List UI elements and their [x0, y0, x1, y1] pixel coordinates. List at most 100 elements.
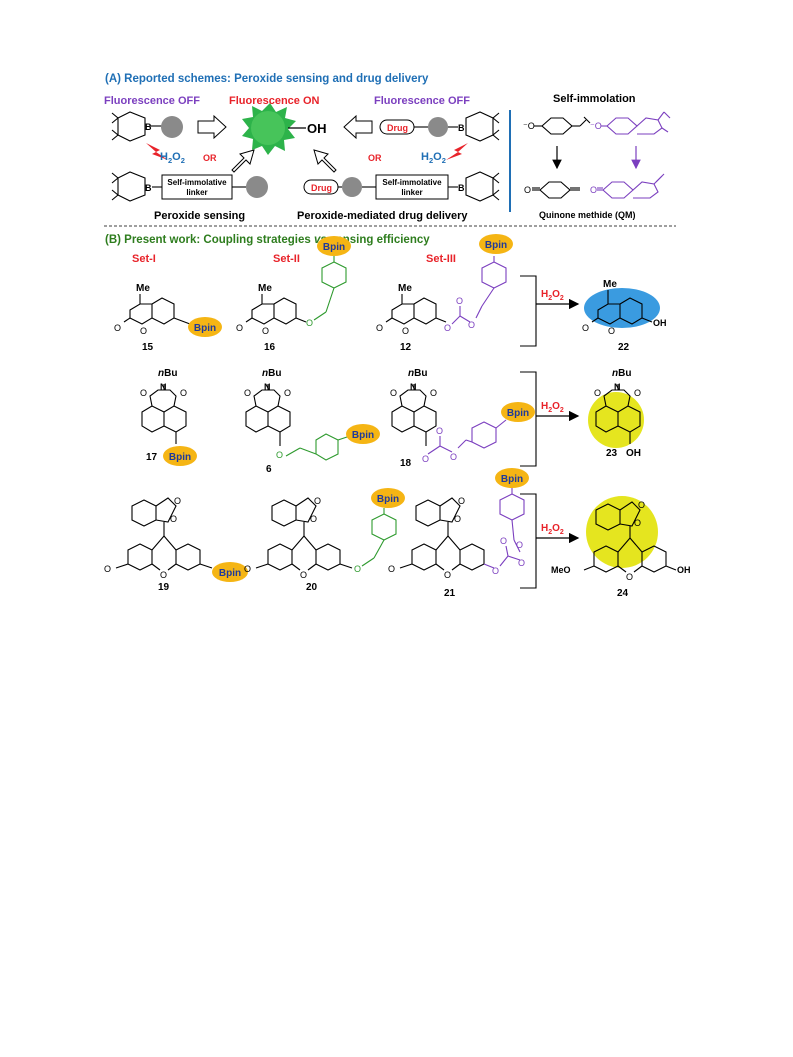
- or-right: OR: [368, 153, 382, 163]
- hollow-arrow-right: [197, 114, 227, 140]
- naphthalimide-6: [245, 384, 291, 446]
- pinacol-boronate-top-right: [448, 111, 500, 142]
- bpin-badge-12: [479, 234, 513, 254]
- fluorescein-19: [115, 497, 213, 571]
- svg-text:O: O: [590, 185, 597, 195]
- section-a-heading: (A) Reported schemes: Peroxide sensing a…: [105, 73, 429, 85]
- naphthalimide-17: [141, 384, 187, 444]
- benzyl-linker-6: [285, 433, 351, 461]
- fluorophore-glow: [251, 111, 285, 145]
- svg-text:O: O: [140, 326, 147, 336]
- svg-text:O: O: [524, 185, 531, 195]
- compound-20: 20: [306, 582, 318, 593]
- svg-text:O: O: [430, 388, 437, 398]
- meo-label: MeO: [551, 565, 571, 575]
- bracket-row-2: [520, 371, 537, 467]
- bpin-badge-15: [188, 317, 222, 337]
- svg-text:O: O: [376, 323, 383, 333]
- svg-text:O: O: [390, 388, 397, 398]
- svg-text:O: O: [444, 570, 451, 580]
- compound-12: 12: [400, 342, 412, 353]
- fluorescent-highlight-24: [586, 496, 658, 568]
- svg-text:O: O: [300, 570, 307, 580]
- fluorescence-off-right-label: Fluorescence OFF: [374, 95, 470, 107]
- svg-text:OH: OH: [626, 448, 641, 459]
- h2o2-bolt-left: [146, 143, 168, 160]
- svg-text:Me: Me: [258, 283, 272, 294]
- svg-text:Bpin: Bpin: [507, 408, 529, 419]
- h2o2-row-2: H2O2: [541, 401, 564, 414]
- fluorescein-21: [399, 497, 485, 571]
- svg-text:O: O: [354, 564, 361, 574]
- fluorophore-circle-top-left: [161, 116, 183, 138]
- svg-text:O: O: [284, 388, 291, 398]
- bracket-row-1: [520, 275, 537, 347]
- svg-text:O: O: [594, 388, 601, 398]
- naphthalimide-18: [391, 384, 437, 446]
- bpin-badge-6: [346, 424, 380, 444]
- fluorophore-circle-bottom-left: [246, 176, 268, 198]
- svg-text:O: O: [436, 426, 443, 436]
- carbonate-linker-18: [427, 419, 507, 455]
- svg-text:Bpin: Bpin: [194, 323, 216, 334]
- compound-24: 24: [617, 588, 629, 599]
- compound-19: 19: [158, 582, 170, 593]
- fluorescent-highlight-22: [584, 288, 660, 328]
- coumarin-16: [245, 294, 307, 325]
- hollow-arrow-left: [343, 114, 373, 140]
- compound-16: 16: [264, 342, 276, 353]
- svg-text:Bpin: Bpin: [219, 568, 241, 579]
- svg-text:O: O: [634, 518, 641, 528]
- h2o2-left: H2O2: [160, 151, 185, 165]
- coumarin-15: [123, 294, 191, 325]
- bpin-badge-16: [317, 236, 351, 256]
- svg-text:O: O: [104, 564, 111, 574]
- self-immolation-phenoxide: [534, 116, 591, 135]
- svg-text:O: O: [634, 388, 641, 398]
- boron-atom-bottom-left: B: [145, 183, 152, 193]
- h2o2-row-1: H2O2: [541, 289, 564, 302]
- compound-21: 21: [444, 588, 456, 599]
- svg-text:O: O: [454, 514, 461, 524]
- quinone-methide-black: [532, 181, 580, 199]
- svg-text:N: N: [264, 382, 271, 392]
- hollow-arrow-up-left: [313, 149, 337, 173]
- svg-text:O: O: [450, 452, 457, 462]
- bpin-badge-19: [212, 562, 248, 582]
- linker-left-line2: linker: [186, 188, 207, 197]
- svg-text:OH: OH: [653, 318, 667, 328]
- boron-atom-top-left: B: [145, 122, 152, 132]
- svg-text:N: N: [614, 382, 621, 392]
- h2o2-right: H2O2: [421, 151, 446, 165]
- benzyl-linker-16: [313, 261, 347, 321]
- boron-atom-bottom-right: B: [458, 183, 465, 193]
- svg-text:O: O: [244, 388, 251, 398]
- fluorescein-20: [255, 497, 353, 571]
- compound-23: 23: [606, 448, 618, 459]
- bpin-badge-20: [371, 488, 405, 508]
- svg-text:O: O: [170, 514, 177, 524]
- svg-text:Me: Me: [603, 279, 617, 290]
- svg-text:O: O: [626, 572, 633, 582]
- self-immolation-label: Self-immolation: [553, 93, 636, 105]
- quinone-methide-purple: [597, 173, 665, 199]
- svg-text:N: N: [160, 382, 167, 392]
- peroxide-sensing-label: Peroxide sensing: [154, 210, 245, 222]
- svg-text:O: O: [456, 296, 463, 306]
- drug-label-top: Drug: [387, 123, 408, 133]
- quinone-methide-label: Quinone methide (QM): [539, 210, 636, 220]
- svg-text:O: O: [114, 323, 121, 333]
- svg-text:Me: Me: [398, 283, 412, 294]
- naphthalimide-23: [595, 384, 641, 444]
- svg-text:O: O: [140, 388, 147, 398]
- h2o2-row-3: H2O2: [541, 523, 564, 536]
- compound-15: 15: [142, 342, 154, 353]
- svg-text:O: O: [388, 564, 395, 574]
- h2o2-bolt-right: [446, 143, 468, 160]
- drug-delivery-label: Peroxide-mediated drug delivery: [297, 210, 468, 222]
- fluorescence-off-left-label: Fluorescence OFF: [104, 95, 200, 107]
- fluorescein-24: [583, 501, 677, 573]
- fluorescence-on-label: Fluorescence ON: [229, 95, 320, 107]
- svg-text:O: O: [306, 318, 313, 328]
